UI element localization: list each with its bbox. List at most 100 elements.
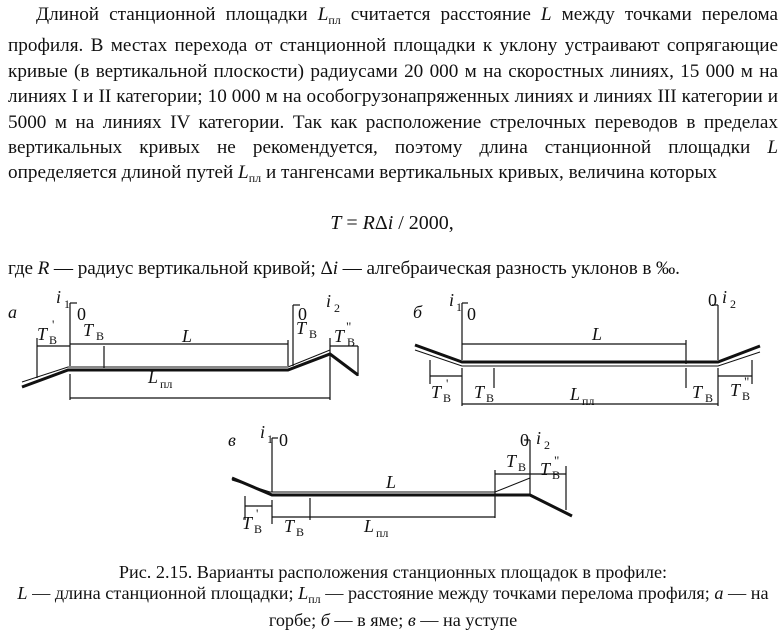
caption-v: в xyxy=(407,610,416,630)
label-i2: i xyxy=(326,291,331,311)
text-run: — алгебраическая разность уклонов в ‰. xyxy=(337,258,680,279)
formula-R: R xyxy=(362,212,375,234)
label-zero: 0 xyxy=(298,304,307,324)
label-zero: 0 xyxy=(77,304,86,324)
label-L: L xyxy=(385,472,396,492)
label-prime: ' xyxy=(52,317,54,332)
formula: T = RΔi / 2000, xyxy=(0,212,784,235)
caption-sym-L: L xyxy=(17,583,28,603)
text-run: — на горбе; xyxy=(268,583,769,630)
label-T: T xyxy=(334,326,346,346)
label-L: L xyxy=(181,326,192,346)
formula-eq: = xyxy=(341,212,363,234)
label-T-sub: В xyxy=(518,460,526,474)
label-zero: 0 xyxy=(520,430,529,450)
label-i1-sub: 1 xyxy=(64,297,70,311)
label-zero: 0 xyxy=(279,430,288,450)
label-T-sub: В xyxy=(309,327,317,341)
caption-line1: Рис. 2.15. Варианты расположения станцио… xyxy=(118,562,668,582)
label-dprime: " xyxy=(744,374,749,389)
panel-a-label: а xyxy=(8,302,17,322)
label-i1: i xyxy=(56,287,61,307)
label-T-sub: В xyxy=(705,391,713,405)
formula-i: i xyxy=(387,212,394,234)
label-Lpl: L xyxy=(363,516,374,536)
label-prime: ' xyxy=(256,506,258,521)
label-dprime: " xyxy=(346,319,351,334)
symbol-L: L xyxy=(317,4,329,25)
text-run: где xyxy=(8,258,38,279)
label-dprime: " xyxy=(554,453,559,468)
label-i2-sub: 2 xyxy=(544,438,550,452)
panel-v-label: в xyxy=(228,430,236,450)
caption-sub-pl: пл xyxy=(308,592,321,606)
caption-a: а xyxy=(714,583,724,603)
label-T-sub: В xyxy=(296,525,304,539)
label-T: T xyxy=(506,451,518,471)
label-L: L xyxy=(591,324,602,344)
profile-figure: а i 1 0 T В ' T В L 0 i 2 T В T В " L пл… xyxy=(8,287,761,540)
label-zero: 0 xyxy=(708,290,717,310)
formula-rest: / 2000, xyxy=(393,212,454,234)
text-run: — на уступе xyxy=(415,610,518,630)
body-paragraph: Длиной станционной площадки Lпл считаетс… xyxy=(8,2,778,192)
label-i2-sub: 2 xyxy=(730,297,736,311)
where-line: где R — радиус вертикальной кривой; Δi —… xyxy=(8,258,783,280)
text-run: считается расстояние xyxy=(340,4,541,25)
caption-sym-Lpl: L xyxy=(298,583,309,603)
text-run: — в яме; xyxy=(329,610,408,630)
label-i1: i xyxy=(260,422,265,442)
label-Lpl-sub: пл xyxy=(582,394,594,408)
figure-caption: Рис. 2.15. Варианты расположения станцио… xyxy=(8,562,778,631)
label-T: T xyxy=(540,459,552,479)
label-i1: i xyxy=(449,290,454,310)
formula-T: T xyxy=(330,212,342,234)
text-run: — радиус вертикальной кривой; xyxy=(49,258,321,279)
text-run: и тангенсами вертикальных кривых, величи… xyxy=(261,162,717,184)
label-T-sub: В xyxy=(49,333,57,347)
label-T: T xyxy=(242,513,254,533)
text-run: Длиной станционной площадки xyxy=(36,4,318,25)
symbol-L: L xyxy=(540,4,552,25)
text-run: определяется длиной путей xyxy=(8,162,239,184)
label-T: T xyxy=(296,318,308,338)
label-i2-sub: 2 xyxy=(334,301,340,315)
label-T-sub: В xyxy=(552,468,560,482)
label-T-sub: В xyxy=(742,389,750,403)
symbol-delta: Δ xyxy=(320,258,333,279)
label-i2: i xyxy=(722,287,727,307)
symbol-i: i xyxy=(332,258,338,279)
label-i1-sub: 1 xyxy=(456,300,462,314)
label-prime: ' xyxy=(446,376,448,391)
label-i2: i xyxy=(536,428,541,448)
subscript-pl: пл xyxy=(248,171,262,186)
label-T: T xyxy=(83,320,95,340)
caption-line2: L — длина станционной площадки; Lпл — ра… xyxy=(8,583,778,631)
subscript-pl: пл xyxy=(328,13,341,27)
label-T: T xyxy=(474,382,486,402)
symbol-L: L xyxy=(767,137,778,159)
label-T-sub: В xyxy=(443,391,451,405)
panel-b-diagram xyxy=(414,302,761,406)
label-T-sub: В xyxy=(486,391,494,405)
label-zero: 0 xyxy=(467,304,476,324)
label-T: T xyxy=(431,382,443,402)
symbol-L: L xyxy=(238,162,249,184)
label-Lpl: L xyxy=(569,384,580,404)
label-T: T xyxy=(37,324,49,344)
symbol-R: R xyxy=(37,258,50,279)
formula-delta: Δ xyxy=(374,212,388,234)
text-run: — длина станционной площадки; xyxy=(27,583,299,603)
label-T-sub: В xyxy=(347,335,355,349)
panel-v-diagram xyxy=(231,437,573,524)
panel-a-diagram xyxy=(21,302,359,400)
panel-b-label: б xyxy=(413,302,423,322)
label-T: T xyxy=(730,380,742,400)
label-T: T xyxy=(284,516,296,536)
label-Lpl-sub: пл xyxy=(160,377,172,391)
caption-b: б xyxy=(320,610,330,630)
label-T-sub: В xyxy=(254,522,262,536)
text-run: — расстояние между точками перелома проф… xyxy=(320,583,715,603)
text-run: между точками перелома профиля. В местах… xyxy=(8,4,779,159)
label-T-sub: В xyxy=(96,329,104,343)
